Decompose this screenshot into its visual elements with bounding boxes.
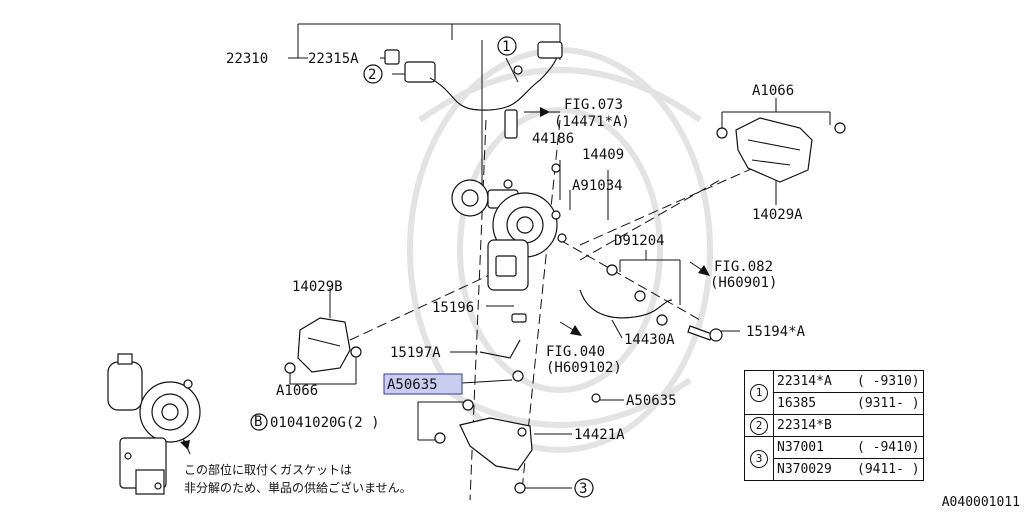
- label-14029b: 14029B: [292, 279, 343, 295]
- oxygen-sensor-harness: [384, 41, 563, 139]
- turbocharger: [451, 163, 567, 291]
- legend-part-number: 22314*B: [777, 418, 832, 433]
- label-15194a: 15194*A: [746, 324, 806, 340]
- legend-callout-3: 3: [750, 449, 768, 468]
- label-14029a: 14029A: [752, 207, 803, 223]
- label-a1066-top: A1066: [752, 83, 794, 99]
- callout-1-text: 1: [502, 39, 510, 55]
- label-fig040-sub: (H609102): [546, 360, 622, 376]
- label-15196: 15196: [432, 300, 474, 316]
- parts-legend-table: 1 22314*A ( -9310) 16385 (9311- ) 2 22314*…: [744, 370, 924, 481]
- bracket-14421a: [434, 399, 533, 494]
- label-fig082-sub: (H60901): [710, 275, 777, 291]
- note-line-1: この部位に取付くガスケットは: [184, 462, 352, 477]
- label-a91034: A91034: [572, 178, 623, 194]
- label-14430a: 14430A: [624, 332, 675, 348]
- label-fig073[interactable]: FIG.073: [564, 97, 623, 113]
- legend-row: N370029 (9411- ): [745, 458, 924, 481]
- legend-date-range: ( -9410): [857, 440, 920, 455]
- callout-b-text: B: [254, 414, 262, 430]
- inset-turbo-detail: [107, 353, 201, 495]
- label-fig082[interactable]: FIG.082: [714, 259, 773, 275]
- label-a50635: A50635: [626, 393, 677, 409]
- label-a1066-bottom: A1066: [276, 383, 318, 399]
- legend-date-range: ( -9310): [857, 374, 920, 389]
- label-14421a: 14421A: [574, 427, 625, 443]
- figure-reference-arrows: [179, 107, 710, 450]
- legend-part-number: 22314*A: [777, 374, 832, 389]
- callout-2-text: 2: [368, 67, 376, 83]
- label-fig073-sub: (14471*A): [554, 114, 630, 130]
- label-d91204: D91204: [614, 233, 665, 249]
- oil-pipe-14430a: [579, 264, 723, 342]
- label-44186: 44186: [532, 131, 574, 147]
- legend-row: 1 22314*A ( -9310): [744, 370, 924, 415]
- callout-circle-1: [497, 36, 517, 56]
- legend-part-number: N37001: [777, 440, 824, 455]
- label-22315a: 22315A: [308, 51, 359, 67]
- label-22310: 22310: [226, 51, 268, 67]
- callout-circle-2: [363, 64, 383, 84]
- legend-date-range: (9311- ): [857, 396, 920, 411]
- heat-shield-14029a: [716, 117, 846, 183]
- note-line-2: 非分解のため、単品の供給ございません。: [184, 480, 412, 495]
- label-a50635-highlighted[interactable]: A50635: [387, 377, 438, 393]
- heat-shield-14029b: [284, 317, 362, 374]
- callout-circle-b: [250, 413, 268, 431]
- legend-part-number: 16385: [777, 396, 817, 411]
- label-14409: 14409: [582, 147, 624, 163]
- label-bolt-01041020g: 01041020G(2 ): [270, 415, 380, 431]
- legend-part-number: N370029: [777, 462, 832, 477]
- label-15197a: 15197A: [390, 345, 441, 361]
- legend-callout-1: 1: [750, 383, 768, 402]
- highlighted-part-box: [383, 373, 463, 395]
- label-fig040[interactable]: FIG.040: [546, 344, 605, 360]
- figure-code: A040001011: [941, 495, 1020, 510]
- oil-return-pipe-15197a: [479, 313, 601, 403]
- callout-3-text: 3: [579, 481, 587, 497]
- callout-circle-3: [574, 478, 594, 498]
- legend-row: 3 N37001 ( -9410): [744, 436, 924, 481]
- legend-row: 2 22314*B: [744, 414, 924, 437]
- legend-date-range: (9411- ): [857, 462, 920, 477]
- legend-callout-2: 2: [750, 416, 768, 435]
